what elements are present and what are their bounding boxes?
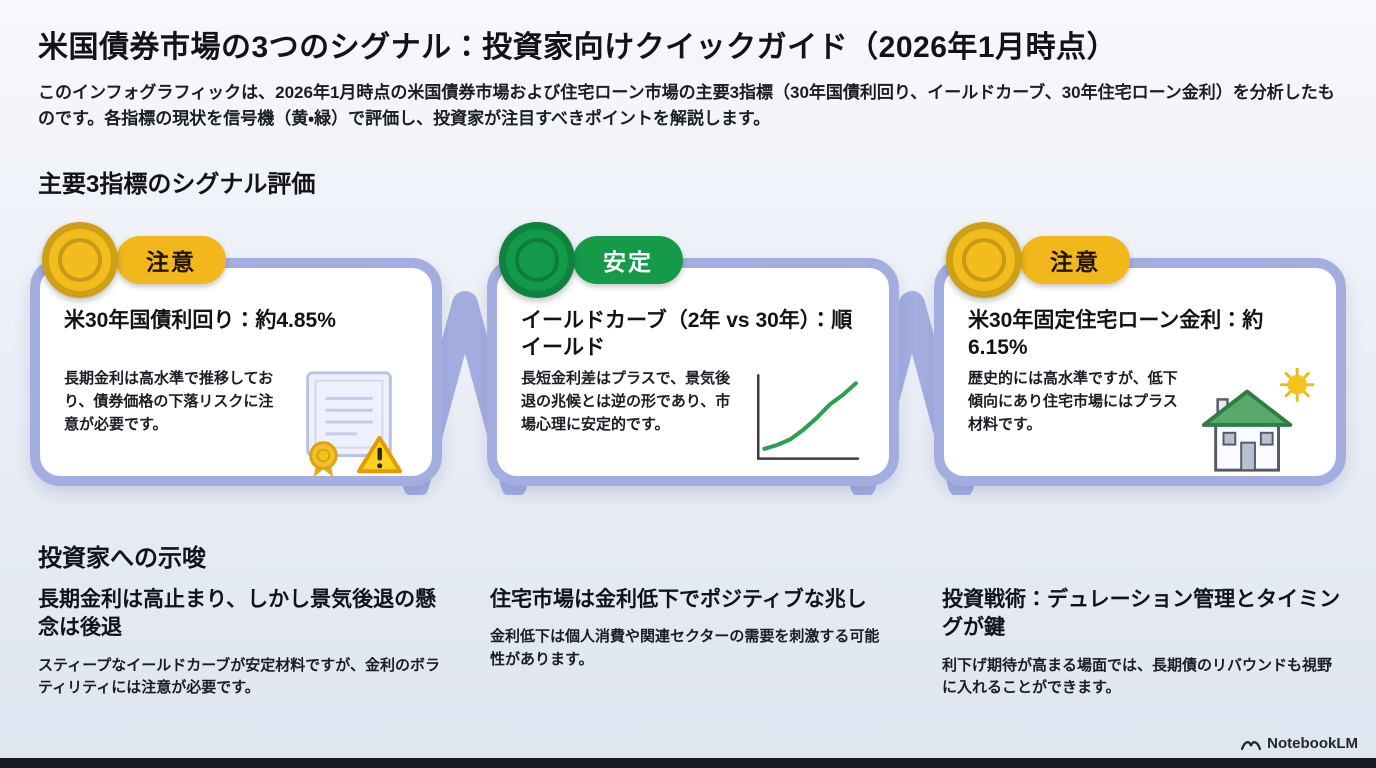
implication-text: 金利低下は個人消費や関連セクターの需要を刺激する可能性があります。 — [490, 628, 880, 669]
implication-text: スティープなイールドカーブが安定材料ですが、金利のボラティリティには注意が必要で… — [38, 656, 441, 697]
implications-heading: 投資家への示唆 — [38, 545, 206, 572]
card-title: 米30年国債利回り：約4.85% — [64, 309, 336, 332]
signal-cards-row: 米30年国債利回り：約4.85% 長期金利は高水準で推移しており、債券価格の下落… — [0, 220, 1376, 520]
notebooklm-brand: NotebookLM — [1267, 735, 1358, 752]
implication-item: 長期金利は高止まり、しかし景気後退の懸念は後退 スティープなイールドカーブが安定… — [38, 586, 442, 700]
signal-card: 米30年固定住宅ローン金利：約6.15% 歴史的には高水準ですが、低下傾向にあり… — [934, 222, 1346, 488]
signal-card: イールドカーブ（2年 vs 30年）：順イールド 長短金利差はプラスで、景気後退… — [487, 222, 899, 488]
card-title: 米30年固定住宅ローン金利：約6.15% — [968, 309, 1264, 359]
footer: NotebookLM — [1241, 735, 1358, 752]
card-description: 長短金利差はプラスで、景気後退の兆候とは逆の形であり、市場心理に安定的です。 — [521, 370, 731, 433]
signal-card: 米30年国債利回り：約4.85% 長期金利は高水準で推移しており、債券価格の下落… — [30, 222, 442, 488]
implication-item: 住宅市場は金利低下でポジティブな兆し 金利低下は個人消費や関連セクターの需要を刺… — [490, 586, 894, 700]
implication-title: 投資戦術：デュレーション管理とタイミングが鍵 — [942, 588, 1341, 640]
notebooklm-logo-icon — [1241, 736, 1262, 751]
signal-card-box: イールドカーブ（2年 vs 30年）：順イールド 長短金利差はプラスで、景気後退… — [487, 258, 899, 486]
signals-heading: 主要3指標のシグナル評価 — [38, 171, 316, 198]
bottom-bar — [0, 758, 1376, 768]
implication-title: 住宅市場は金利低下でポジティブな兆し — [490, 588, 867, 611]
yield-curve-line — [762, 381, 858, 451]
implication-text: 利下げ期待が高まる場面では、長期債のリバウンドも視野に入れることができます。 — [942, 656, 1333, 697]
status-medal-icon — [42, 222, 118, 298]
status-medal-icon — [946, 222, 1022, 298]
status-badge: 注意 — [116, 236, 226, 284]
page-intro: このインフォグラフィックは、2026年1月時点の米国債券市場および住宅ローン市場… — [38, 83, 1335, 129]
status-medal-icon — [499, 222, 575, 298]
status-badge: 安定 — [573, 236, 683, 284]
signal-card-box: 米30年固定住宅ローン金利：約6.15% 歴史的には高水準ですが、低下傾向にあり… — [934, 258, 1346, 486]
status-badge: 注意 — [1020, 236, 1130, 284]
implication-title: 長期金利は高止まり、しかし景気後退の懸念は後退 — [38, 588, 437, 640]
implications-row: 長期金利は高止まり、しかし景気後退の懸念は後退 スティープなイールドカーブが安定… — [38, 586, 1346, 700]
page-title: 米国債券市場の3つのシグナル：投資家向けクイックガイド（2026年1月時点） — [38, 31, 1118, 64]
implication-item: 投資戦術：デュレーション管理とタイミングが鍵 利下げ期待が高まる場面では、長期債… — [942, 586, 1346, 700]
yield-curve-icon — [739, 368, 871, 472]
card-title: イールドカーブ（2年 vs 30年）：順イールド — [521, 309, 853, 359]
certificate-warning-icon — [282, 368, 414, 480]
card-description: 長期金利は高水準で推移しており、債券価格の下落リスクに注意が必要です。 — [64, 370, 274, 433]
signal-card-box: 米30年国債利回り：約4.85% 長期金利は高水準で推移しており、債券価格の下落… — [30, 258, 442, 486]
card-description: 歴史的には高水準ですが、低下傾向にあり住宅市場にはプラス材料です。 — [968, 370, 1178, 433]
house-sun-icon — [1186, 368, 1318, 478]
